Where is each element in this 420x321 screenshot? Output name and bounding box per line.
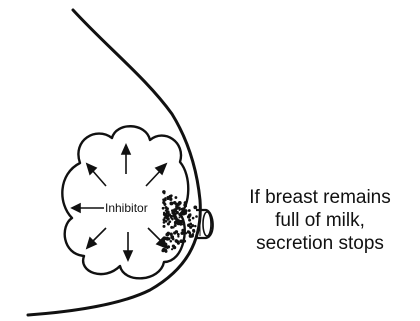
- duct-dot: [183, 240, 186, 243]
- duct-dot: [175, 205, 177, 207]
- duct-dot: [167, 197, 170, 200]
- duct-dot: [164, 243, 167, 246]
- duct-dot: [184, 201, 188, 205]
- caption: If breast remains full of milk, secretio…: [222, 186, 418, 255]
- duct-dot: [170, 226, 173, 229]
- duct-dot: [181, 207, 184, 210]
- duct-dot: [162, 207, 165, 210]
- arrow-down-left: [92, 228, 106, 242]
- duct-dot: [188, 219, 191, 222]
- duct-dot: [188, 209, 191, 212]
- arrow-up-left: [92, 170, 106, 186]
- nipple-tip: [203, 212, 211, 236]
- duct-dot: [192, 230, 195, 233]
- duct-dot: [177, 233, 180, 236]
- duct-dot: [165, 233, 169, 237]
- milk-duct-dots: [161, 190, 198, 253]
- duct-dot: [169, 197, 172, 200]
- duct-dot: [172, 238, 175, 241]
- duct-dot: [195, 215, 198, 218]
- duct-dot: [194, 225, 196, 227]
- caption-line-2: full of milk,: [222, 209, 418, 232]
- duct-dot: [192, 217, 195, 220]
- duct-dot: [165, 217, 168, 220]
- duct-dot: [189, 223, 192, 226]
- duct-dot: [178, 209, 180, 211]
- duct-dot: [179, 214, 182, 217]
- duct-dot: [179, 216, 181, 218]
- duct-dot: [167, 237, 170, 240]
- duct-dot: [161, 249, 164, 252]
- arrow-up-right: [146, 170, 161, 186]
- duct-dot: [189, 234, 193, 238]
- duct-dot: [163, 225, 166, 228]
- duct-dot: [193, 206, 197, 210]
- duct-dot: [170, 217, 172, 219]
- duct-dot: [167, 245, 170, 248]
- duct-dot: [174, 196, 177, 199]
- duct-dot: [170, 194, 173, 197]
- duct-dot: [170, 233, 173, 236]
- duct-dot: [187, 230, 190, 233]
- duct-dot: [168, 220, 171, 223]
- duct-dot: [175, 241, 177, 243]
- duct-dot: [175, 211, 179, 215]
- duct-dot: [172, 244, 175, 247]
- duct-dot: [171, 248, 173, 250]
- duct-dot: [173, 231, 176, 234]
- arrow-left-head: [72, 204, 80, 212]
- duct-dot: [170, 202, 173, 205]
- caption-line-3: secretion stops: [222, 232, 418, 255]
- duct-dot: [165, 220, 168, 223]
- arrow-down-right: [148, 228, 162, 242]
- duct-dot: [175, 203, 178, 206]
- duct-dot: [162, 201, 165, 204]
- duct-dot: [188, 214, 191, 217]
- duct-dot: [164, 246, 167, 249]
- arrow-up-right-head: [156, 164, 166, 174]
- inhibitor-label: Inhibitor: [105, 201, 148, 215]
- duct-dot: [163, 212, 166, 215]
- duct-dot: [180, 231, 183, 234]
- duct-dot: [170, 240, 173, 243]
- duct-dot: [166, 207, 169, 210]
- duct-dot: [162, 190, 166, 194]
- duct-dot: [177, 219, 181, 223]
- duct-dot: [163, 236, 167, 240]
- duct-dot: [178, 242, 180, 244]
- duct-dot: [181, 229, 184, 232]
- arrow-down-head: [124, 251, 132, 260]
- duct-dot: [171, 211, 175, 215]
- duct-dot: [161, 240, 165, 244]
- duct-dot: [164, 197, 166, 199]
- caption-line-1: If breast remains: [222, 186, 418, 209]
- arrow-up-head: [122, 145, 130, 154]
- duct-dot: [184, 232, 186, 234]
- duct-dot: [179, 239, 183, 243]
